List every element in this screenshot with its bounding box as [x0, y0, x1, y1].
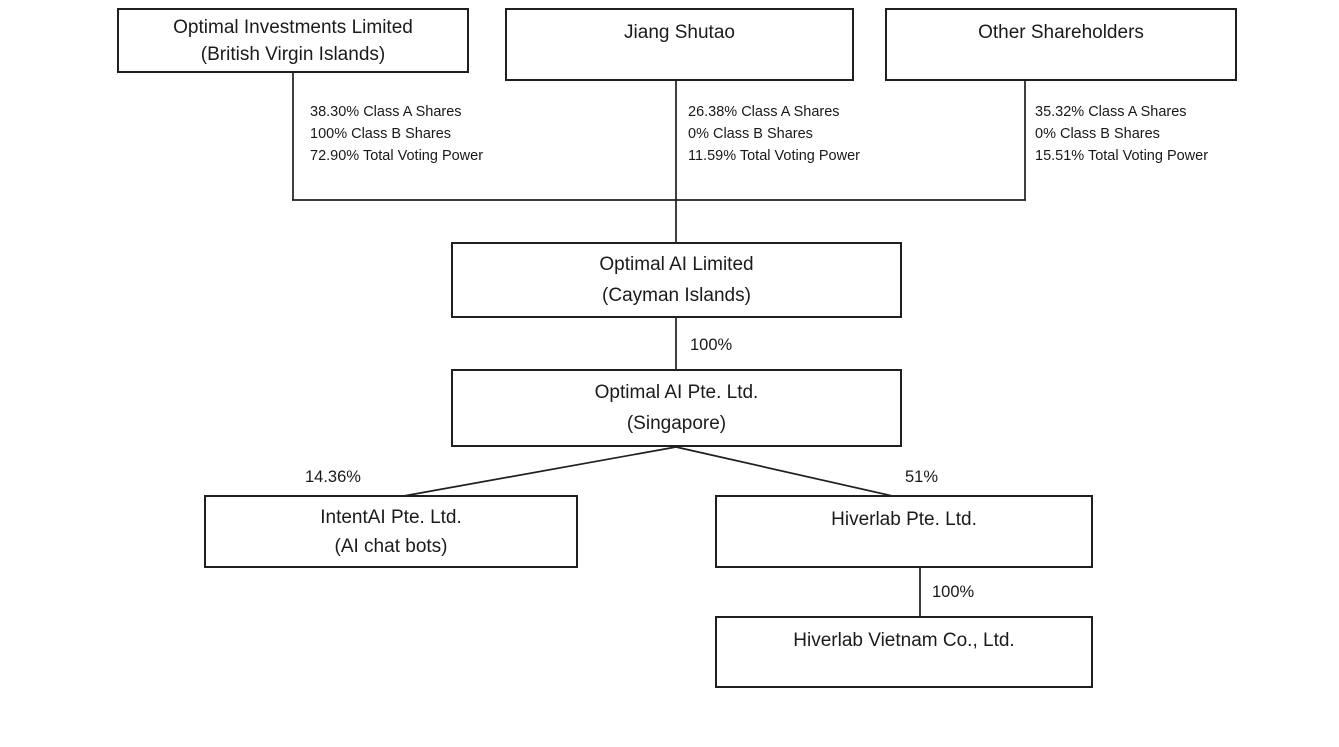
- connector-d-singapore-to-intentai: [397, 446, 677, 498]
- entity-name: IntentAI Pte. Ltd.: [320, 506, 462, 528]
- entity-box-hiverlab: Hiverlab Pte. Ltd.: [715, 495, 1093, 568]
- entity-name: Optimal Investments Limited: [173, 16, 413, 38]
- class-a-shares: 26.38% Class A Shares: [688, 104, 840, 120]
- entity-jurisdiction: (British Virgin Islands): [200, 43, 386, 65]
- ownership-label-cayman-to-singapore: 100%: [690, 336, 733, 354]
- total-voting-power: 72.90% Total Voting Power: [310, 148, 484, 164]
- entity-box-other-shareholders: Other Shareholders: [885, 8, 1237, 81]
- entity-box-hiverlab-vietnam: Hiverlab Vietnam Co., Ltd.: [715, 616, 1093, 688]
- entity-name: Hiverlab Vietnam Co., Ltd.: [793, 630, 1015, 651]
- entity-jurisdiction: (Singapore): [626, 413, 727, 434]
- entity-box-intentai: IntentAI Pte. Ltd. (AI chat bots): [204, 495, 578, 568]
- class-a-shares: 35.32% Class A Shares: [1035, 104, 1187, 120]
- entity-name: Hiverlab Pte. Ltd.: [831, 509, 977, 530]
- class-b-shares: 0% Class B Shares: [1035, 126, 1160, 142]
- ownership-label-hiverlab-to-vietnam: 100%: [932, 583, 975, 601]
- total-voting-power: 15.51% Total Voting Power: [1035, 148, 1209, 164]
- class-a-shares: 38.30% Class A Shares: [310, 104, 462, 120]
- total-voting-power: 11.59% Total Voting Power: [688, 148, 860, 164]
- shareholding-details-other-shareholders: 35.32% Class A Shares 0% Class B Shares …: [1035, 101, 1208, 167]
- entity-box-optimal-ai-pte: Optimal AI Pte. Ltd. (Singapore): [451, 369, 902, 447]
- entity-name: Other Shareholders: [978, 22, 1144, 43]
- entity-box-optimal-investments: Optimal Investments Limited (British Vir…: [117, 8, 469, 73]
- entity-name: Optimal AI Limited: [599, 254, 754, 275]
- shareholding-details-jiang-shutao: 26.38% Class A Shares 0% Class B Shares …: [688, 101, 860, 167]
- shareholding-details-optimal-investments: 38.30% Class A Shares 100% Class B Share…: [310, 101, 483, 167]
- class-b-shares: 0% Class B Shares: [688, 126, 813, 142]
- ownership-label-singapore-to-hiverlab: 51%: [905, 468, 939, 486]
- entity-name: Optimal AI Pte. Ltd.: [594, 382, 759, 403]
- connector-d-singapore-to-hiverlab: [675, 446, 898, 498]
- class-b-shares: 100% Class B Shares: [310, 126, 452, 142]
- entity-name: Jiang Shutao: [624, 22, 735, 43]
- entity-note: (AI chat bots): [334, 535, 448, 557]
- ownership-label-singapore-to-intentai: 14.36%: [305, 468, 361, 486]
- entity-box-optimal-ai-limited: Optimal AI Limited (Cayman Islands): [451, 242, 902, 318]
- entity-box-jiang-shutao: Jiang Shutao: [505, 8, 854, 81]
- entity-jurisdiction: (Cayman Islands): [602, 285, 751, 306]
